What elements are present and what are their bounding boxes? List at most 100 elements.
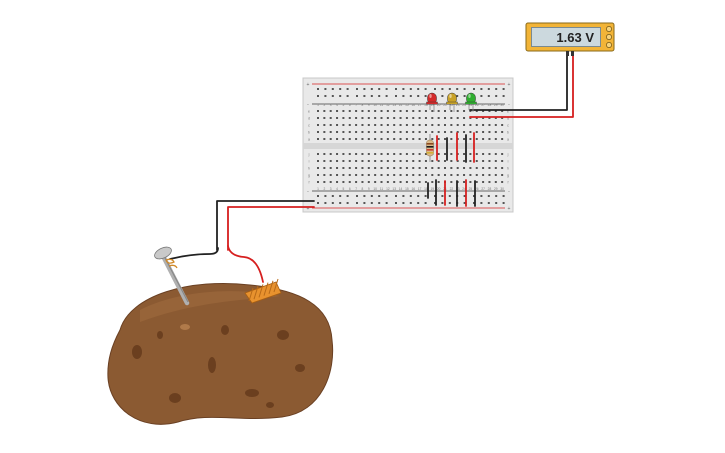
breadboard-hole[interactable] [444, 124, 446, 126]
rail-hole[interactable] [395, 195, 397, 197]
breadboard-hole[interactable] [494, 110, 497, 112]
breadboard-hole[interactable] [469, 124, 472, 126]
wire[interactable] [227, 245, 264, 283]
breadboard-hole[interactable] [463, 117, 466, 119]
breadboard-hole[interactable] [437, 153, 440, 155]
breadboard-hole[interactable] [317, 181, 319, 183]
breadboard-hole[interactable] [342, 153, 345, 155]
breadboard-hole[interactable] [501, 124, 504, 126]
breadboard-hole[interactable] [463, 181, 466, 183]
rail-hole[interactable] [424, 195, 427, 197]
breadboard-hole[interactable] [501, 160, 504, 162]
rail-hole[interactable] [424, 95, 427, 97]
breadboard-hole[interactable] [380, 181, 383, 183]
breadboard-hole[interactable] [418, 160, 421, 162]
breadboard-hole[interactable] [386, 124, 389, 126]
rail-hole[interactable] [463, 195, 466, 197]
rail-hole[interactable] [402, 202, 405, 204]
breadboard-hole[interactable] [361, 153, 364, 155]
breadboard-hole[interactable] [317, 160, 319, 162]
multimeter-terminal[interactable] [606, 26, 612, 32]
breadboard-hole[interactable] [399, 124, 402, 126]
breadboard-hole[interactable] [463, 110, 466, 112]
breadboard-hole[interactable] [355, 167, 358, 169]
breadboard-hole[interactable] [399, 174, 402, 176]
breadboard-hole[interactable] [323, 167, 326, 169]
breadboard-hole[interactable] [329, 138, 332, 140]
rail-hole[interactable] [385, 202, 388, 204]
multimeter-terminal[interactable] [606, 34, 612, 40]
breadboard-hole[interactable] [424, 131, 427, 133]
breadboard-hole[interactable] [412, 160, 415, 162]
breadboard-hole[interactable] [488, 138, 491, 140]
breadboard-hole[interactable] [437, 181, 440, 183]
breadboard-hole[interactable] [342, 110, 345, 112]
breadboard-hole[interactable] [488, 110, 491, 112]
rail-hole[interactable] [395, 88, 397, 90]
breadboard-hole[interactable] [494, 167, 497, 169]
breadboard-hole[interactable] [437, 160, 440, 162]
breadboard-hole[interactable] [329, 181, 332, 183]
breadboard-hole[interactable] [437, 117, 440, 119]
breadboard-hole[interactable] [361, 160, 364, 162]
breadboard-hole[interactable] [342, 131, 345, 133]
breadboard-hole[interactable] [342, 181, 345, 183]
breadboard-hole[interactable] [482, 110, 485, 112]
rail-hole[interactable] [346, 202, 349, 204]
breadboard-hole[interactable] [494, 124, 497, 126]
breadboard-hole[interactable] [405, 131, 408, 133]
breadboard-hole[interactable] [501, 138, 504, 140]
rail-hole[interactable] [487, 95, 490, 97]
rail-hole[interactable] [448, 88, 451, 90]
rail-hole[interactable] [424, 88, 427, 90]
breadboard-hole[interactable] [494, 153, 497, 155]
breadboard-hole[interactable] [412, 110, 415, 112]
rail-hole[interactable] [324, 95, 327, 97]
breadboard-hole[interactable] [469, 181, 472, 183]
breadboard-hole[interactable] [355, 117, 358, 119]
breadboard-hole[interactable] [336, 138, 339, 140]
breadboard-hole[interactable] [348, 160, 351, 162]
rail-hole[interactable] [448, 195, 451, 197]
breadboard-hole[interactable] [412, 131, 415, 133]
rail-hole[interactable] [370, 88, 373, 90]
rail-hole[interactable] [409, 88, 412, 90]
breadboard-hole[interactable] [405, 174, 408, 176]
breadboard-hole[interactable] [463, 124, 466, 126]
breadboard-hole[interactable] [424, 110, 427, 112]
rail-hole[interactable] [463, 95, 466, 97]
breadboard-hole[interactable] [501, 181, 504, 183]
breadboard-hole[interactable] [482, 174, 485, 176]
breadboard-hole[interactable] [412, 174, 415, 176]
breadboard-hole[interactable] [348, 181, 351, 183]
breadboard-hole[interactable] [342, 138, 345, 140]
breadboard-hole[interactable] [494, 131, 497, 133]
breadboard-hole[interactable] [418, 167, 421, 169]
breadboard-hole[interactable] [444, 167, 446, 169]
breadboard-hole[interactable] [482, 181, 485, 183]
rail-hole[interactable] [434, 88, 436, 90]
breadboard-hole[interactable] [329, 160, 332, 162]
rail-hole[interactable] [409, 202, 412, 204]
breadboard-hole[interactable] [450, 181, 453, 183]
breadboard-hole[interactable] [399, 160, 402, 162]
breadboard-hole[interactable] [405, 124, 408, 126]
breadboard-hole[interactable] [380, 124, 383, 126]
breadboard-hole[interactable] [329, 167, 332, 169]
breadboard-hole[interactable] [348, 138, 351, 140]
rail-hole[interactable] [473, 88, 475, 90]
rail-hole[interactable] [356, 95, 358, 97]
breadboard-hole[interactable] [450, 167, 453, 169]
breadboard-hole[interactable] [386, 131, 389, 133]
rail-hole[interactable] [441, 95, 444, 97]
rail-hole[interactable] [378, 95, 381, 97]
breadboard-hole[interactable] [336, 117, 339, 119]
rail-hole[interactable] [356, 88, 358, 90]
breadboard-hole[interactable] [475, 110, 478, 112]
breadboard-hole[interactable] [431, 174, 434, 176]
breadboard-hole[interactable] [355, 160, 358, 162]
breadboard-hole[interactable] [488, 153, 491, 155]
breadboard-hole[interactable] [393, 131, 396, 133]
rail-hole[interactable] [395, 95, 397, 97]
breadboard-hole[interactable] [431, 160, 434, 162]
